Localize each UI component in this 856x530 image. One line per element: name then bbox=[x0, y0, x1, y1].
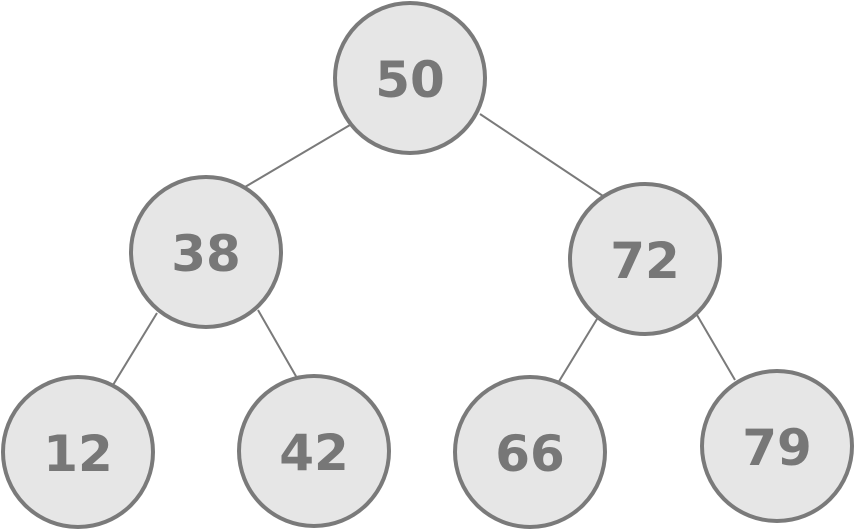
tree-node-right: 72 bbox=[568, 182, 722, 336]
node-label: 12 bbox=[43, 425, 113, 483]
node-label: 50 bbox=[375, 51, 445, 109]
node-circle bbox=[1, 375, 155, 529]
tree-node-left-right: 42 bbox=[237, 374, 391, 528]
edge-72-79 bbox=[696, 314, 736, 381]
edge-72-66 bbox=[557, 318, 598, 384]
node-circle bbox=[568, 182, 722, 336]
tree-node-right-left: 66 bbox=[453, 375, 607, 529]
tree-node-left: 38 bbox=[129, 175, 283, 329]
edge-50-72 bbox=[479, 113, 604, 197]
node-label: 79 bbox=[742, 419, 812, 477]
edge-38-12 bbox=[112, 312, 158, 386]
node-circle bbox=[333, 1, 487, 155]
edge-38-42 bbox=[257, 309, 298, 379]
node-label: 72 bbox=[610, 232, 680, 290]
node-circle bbox=[237, 374, 391, 528]
node-circle bbox=[453, 375, 607, 529]
node-label: 66 bbox=[495, 425, 565, 483]
node-circle bbox=[700, 369, 854, 523]
tree-node-left-left: 12 bbox=[1, 375, 155, 529]
node-circle bbox=[129, 175, 283, 329]
node-label: 42 bbox=[279, 424, 349, 482]
edge-50-38 bbox=[244, 124, 351, 188]
tree-node-right-right: 79 bbox=[700, 369, 854, 523]
tree-node-root: 50 bbox=[333, 1, 487, 155]
node-label: 38 bbox=[171, 225, 241, 283]
